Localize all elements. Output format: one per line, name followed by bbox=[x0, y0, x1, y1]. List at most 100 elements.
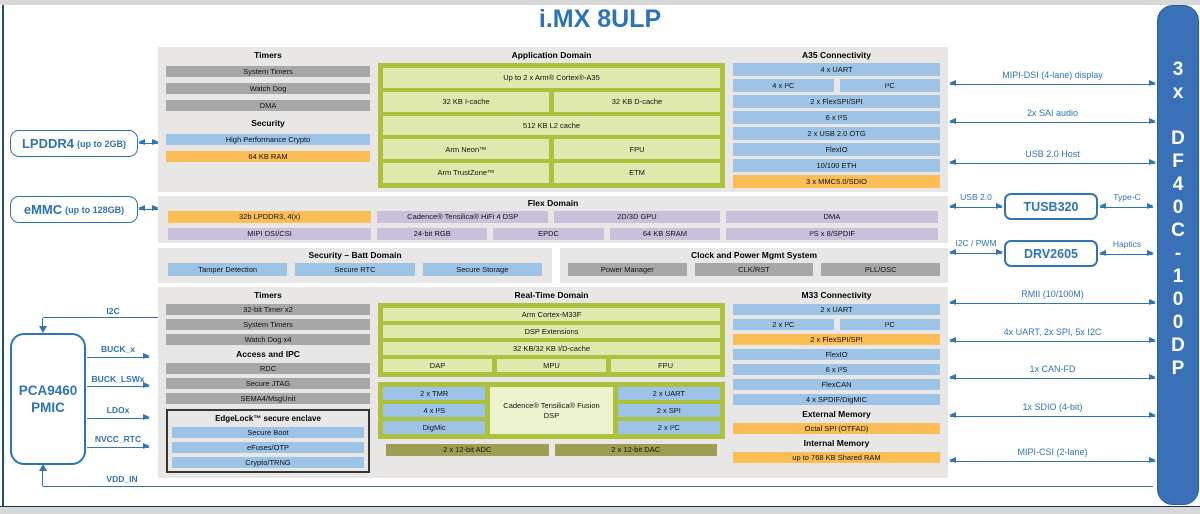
box-dma: DMA bbox=[166, 100, 370, 111]
clock-power-row: Power Manager CLK/RST PLL/OSC bbox=[568, 263, 941, 276]
box-2x-i2c: 2 x I²C bbox=[617, 421, 720, 434]
uart-spi-i2c-label: 4x UART, 2x SPI, 5x I2C bbox=[1003, 327, 1102, 337]
vdd-in-line-vertical bbox=[42, 471, 43, 486]
box-flexcan: FlexCAN bbox=[733, 379, 940, 390]
flex-domain-header: Flex Domain bbox=[527, 198, 579, 208]
i2c-line-horizontal bbox=[43, 317, 158, 318]
apd-row-trustzone-etm: Arm TrustZone™ ETM bbox=[383, 163, 720, 183]
i2c-signal-label: I2C bbox=[106, 306, 120, 316]
edgelock-header: EdgeLock™ secure enclave bbox=[215, 414, 321, 423]
box-rdc: RDC bbox=[166, 363, 370, 374]
canfd-label: 1x CAN-FD bbox=[1029, 364, 1076, 374]
box-watch-dog-x4: Watch Dog x4 bbox=[166, 334, 370, 345]
i2c-pwm-label: I2C / PWM bbox=[955, 238, 997, 248]
box-fusion-dsp: Cadence® Tensilica® Fusion DSP bbox=[490, 387, 613, 434]
box-4x-i2c: 4 x I²C bbox=[733, 79, 834, 92]
box-flexio: FlexIO bbox=[733, 143, 940, 156]
box-m33-i3c: I³C bbox=[839, 319, 940, 330]
i2c-arrowhead-down bbox=[39, 326, 47, 333]
realtime-domain-header: Real-Time Domain bbox=[514, 290, 589, 300]
m33-connectivity-column: M33 Connectivity 2 x UART 2 x I²C I³C 2 … bbox=[733, 291, 940, 474]
box-32b-lpddr3: 32b LPDDR3, 4(x) bbox=[168, 211, 372, 223]
apd-row-neon-fpu: Arm Neon™ FPU bbox=[383, 139, 720, 160]
buck-x-arrow bbox=[87, 353, 150, 360]
box-m33-fpu: FPU bbox=[611, 359, 720, 372]
rtd-timers-header: Timers bbox=[254, 290, 282, 300]
rtd-green-block1: Arm Cortex-M33F DSP Extensions 32 KB/32 … bbox=[378, 303, 725, 377]
box-epdc: EPDC bbox=[493, 228, 604, 240]
box-mpu: MPU bbox=[497, 359, 606, 372]
apd-row-caches: 32 KB I-cache 32 KB D-cache bbox=[383, 91, 720, 112]
sai-audio-label: 2x SAI audio bbox=[1026, 108, 1079, 118]
type-c-label: Type-C bbox=[1113, 192, 1141, 202]
box-dsp-extensions: DSP Extensions bbox=[383, 325, 720, 338]
rtd-green-block2: 2 x TMR 4 x I²S DigMic Cadence® Tensilic… bbox=[378, 382, 725, 439]
clock-power-panel: Clock and Power Mgmt System Power Manage… bbox=[560, 248, 948, 283]
i2c-pwm-arrow bbox=[949, 249, 1003, 256]
security-batt-row: Tamper Detection Secure RTC Secure Stora… bbox=[168, 263, 542, 276]
usb2-arrow bbox=[949, 203, 1003, 210]
box-32kb-icache: 32 KB I-cache bbox=[383, 91, 549, 112]
sdio-arrow bbox=[949, 412, 1156, 419]
apd-core-column: Application Domain Up to 2 x Arm® Cortex… bbox=[378, 51, 725, 188]
box-sema4-msgunit: SEMA4/MsgUnit bbox=[166, 393, 370, 404]
box-high-performance-crypto: High Performance Crypto bbox=[166, 134, 370, 145]
security-batt-panel: Security – Batt Domain Tamper Detection … bbox=[158, 248, 552, 283]
pmic-type: PMIC bbox=[31, 400, 65, 415]
box-flex-dma: DMA bbox=[725, 211, 938, 223]
rtd-core-column: Real-Time Domain Arm Cortex-M33F DSP Ext… bbox=[378, 291, 725, 474]
box-arm-neon: Arm Neon™ bbox=[383, 139, 549, 160]
box-768kb-shared-ram: up to 768 KB Shared RAM bbox=[733, 452, 940, 463]
box-system-timers: System Timers bbox=[166, 66, 370, 77]
buck-lswx-arrow bbox=[87, 382, 150, 389]
emmc-chip: eMMC (up to 128GB) bbox=[10, 196, 138, 223]
box-24bit-rgb: 24-bit RGB bbox=[377, 228, 488, 240]
rtd-row-dsp-ext: DSP Extensions bbox=[383, 325, 720, 338]
box-2x-12bit-dac: 2 x 12-bit DAC bbox=[554, 444, 717, 456]
left-edge-line bbox=[2, 5, 4, 506]
emmc-note: (up to 128GB) bbox=[65, 204, 125, 215]
apd-timers-security-column: Timers System Timers Watch Dog DMA Secur… bbox=[166, 51, 370, 188]
lpddr4-label: LPDDR4 bbox=[21, 136, 74, 151]
box-4x-spdif-digmic: 4 x SPDIF/DigMIC bbox=[733, 394, 940, 405]
box-secure-rtc: Secure RTC bbox=[295, 263, 415, 276]
box-mipi-dsi-csi: MIPI DSI/CSI bbox=[168, 228, 371, 240]
rtd-row-dap-mpu-fpu: DAP MPU FPU bbox=[383, 359, 720, 372]
box-64kb-sram: 64 KB SRAM bbox=[609, 228, 721, 240]
buck-x-label: BUCK_x bbox=[100, 344, 135, 354]
mipi-csi-arrow bbox=[949, 457, 1156, 464]
pmic-chip: PCA9460 PMIC bbox=[10, 333, 86, 465]
box-digmic: DigMic bbox=[383, 421, 486, 434]
box-m33-cache: 32 KB/32 KB I/D-cache bbox=[383, 342, 720, 355]
box-2d3d-gpu: 2D/3D GPU bbox=[554, 211, 720, 223]
box-2x-12bit-adc: 2 x 12-bit ADC bbox=[386, 444, 549, 456]
usb-host-label: USB 2.0 Host bbox=[1025, 149, 1080, 159]
box-secure-storage: Secure Storage bbox=[422, 263, 542, 276]
application-domain-header: Application Domain bbox=[511, 50, 592, 60]
box-i3c: I³C bbox=[839, 79, 940, 92]
buck-lswx-label: BUCK_LSWx bbox=[91, 374, 145, 384]
box-3x-mmc-sdio: 3 x MMC5.0/SDIO bbox=[733, 175, 940, 188]
adc-dac-row: 2 x 12-bit ADC 2 x 12-bit DAC bbox=[386, 444, 717, 456]
apd-row-cpu: Up to 2 x Arm® Cortex®-A35 bbox=[383, 68, 720, 88]
box-fpu: FPU bbox=[554, 139, 720, 160]
df40c-connector-bar: 3 x D F 4 0 C - 1 0 0 D P bbox=[1157, 5, 1199, 505]
sdio-label: 1x SDIO (4-bit) bbox=[1022, 402, 1083, 412]
box-cortex-a35: Up to 2 x Arm® Cortex®-A35 bbox=[383, 68, 720, 88]
box-power-manager: Power Manager bbox=[568, 263, 687, 276]
box-6x-i2s: 6 x I²S bbox=[733, 111, 940, 124]
flex-domain-panel: Flex Domain 32b LPDDR3, 4(x) Cadence® Te… bbox=[158, 196, 948, 243]
mipi-dsi-arrow bbox=[949, 80, 1156, 87]
rmii-label: RMII (10/100M) bbox=[1021, 289, 1084, 299]
nvcc-rtc-label: NVCC_RTC bbox=[94, 434, 142, 444]
mipi-dsi-label: MIPI-DSI (4-lane) display bbox=[1002, 70, 1103, 80]
a35-connectivity-header: A35 Connectivity bbox=[802, 50, 871, 60]
m33-i2c-row: 2 x I²C I³C bbox=[733, 319, 940, 330]
clock-power-header: Clock and Power Mgmt System bbox=[690, 250, 818, 260]
security-header: Security bbox=[251, 118, 285, 128]
haptics-arrow bbox=[1099, 250, 1154, 257]
access-ipc-header: Access and IPC bbox=[236, 349, 300, 359]
box-hifi4-dsp: Cadence® Tensilica® HiFi 4 DSP bbox=[377, 211, 549, 223]
box-efuses-otp: eFuses/OTP bbox=[172, 442, 364, 453]
box-m33-6x-i2s: 6 x I²S bbox=[733, 364, 940, 375]
